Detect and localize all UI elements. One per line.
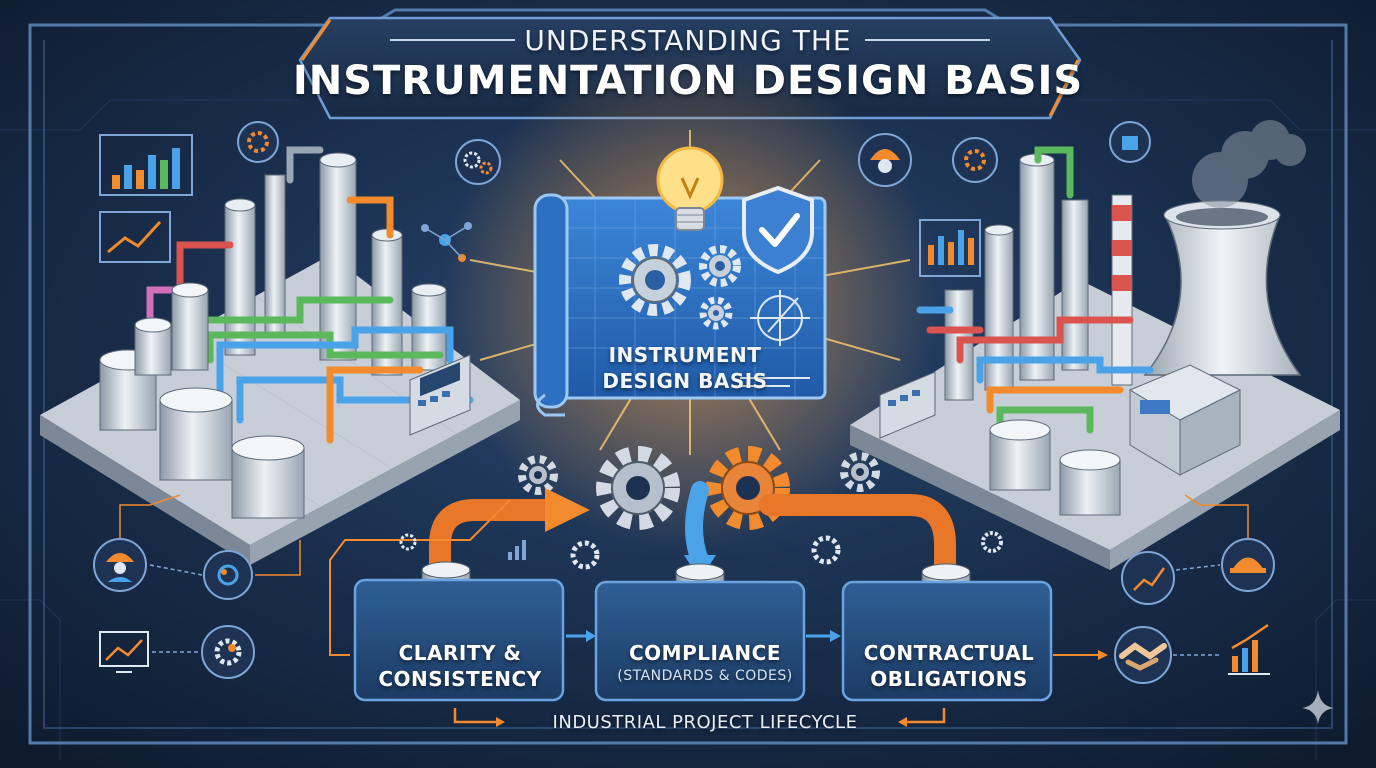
bar-chart-icon bbox=[919, 219, 981, 277]
flow-arrow bbox=[759, 494, 956, 586]
lightbulb-icon bbox=[656, 146, 724, 231]
gear-icon bbox=[619, 244, 691, 316]
line-chart-icon bbox=[1121, 551, 1175, 605]
gear-icon bbox=[699, 296, 733, 330]
monitor-chart-icon bbox=[99, 631, 149, 673]
gear-icon bbox=[518, 455, 558, 495]
factory-icon bbox=[1109, 121, 1151, 163]
flow-box-compliance bbox=[594, 580, 806, 702]
flow-box-clarity bbox=[353, 578, 565, 702]
flow-arrow bbox=[429, 499, 559, 586]
flow-box-sublabel-compliance: (STANDARDS & CODES) bbox=[617, 668, 793, 684]
flow-arrow bbox=[685, 481, 709, 569]
gear-icon bbox=[981, 531, 1003, 553]
network-icon bbox=[421, 222, 472, 262]
cooling-tower-icon bbox=[1143, 214, 1302, 376]
gear-icon bbox=[840, 452, 880, 492]
gear-icon bbox=[570, 540, 600, 570]
flow-box-label-compliance: COMPLIANCE bbox=[629, 641, 781, 665]
gear-icon bbox=[596, 446, 680, 530]
flow-box-contractual bbox=[841, 580, 1053, 702]
gear-icon bbox=[811, 535, 841, 565]
gear-icon bbox=[699, 245, 741, 287]
instrument-design-basis-blueprint bbox=[533, 193, 827, 417]
page-title: INSTRUMENTATION DESIGN BASIS bbox=[292, 58, 1084, 104]
sparkle-icon bbox=[1302, 690, 1334, 724]
shield-check-icon bbox=[742, 185, 814, 275]
gear-icon bbox=[399, 533, 417, 551]
hard-hat-worker-icon bbox=[93, 538, 147, 592]
left-industrial-plant bbox=[40, 146, 520, 565]
network-icon bbox=[203, 550, 253, 600]
bar-chart-icon bbox=[508, 540, 526, 560]
gear-icon bbox=[455, 139, 501, 185]
gear-icon bbox=[237, 121, 279, 163]
lifecycle-label: INDUSTRIAL PROJECT LIFECYCLE bbox=[552, 712, 858, 733]
right-industrial-plant bbox=[850, 120, 1340, 570]
line-chart-icon bbox=[99, 211, 171, 263]
bar-chart-icon bbox=[1228, 623, 1270, 675]
hard-hat-worker-icon bbox=[858, 133, 912, 187]
hard-hat-worker-icon bbox=[1221, 538, 1275, 592]
gear-icon bbox=[952, 137, 998, 183]
flow-box-label-clarity: CLARITY & CONSISTENCY bbox=[378, 641, 542, 691]
gear-icon bbox=[201, 625, 255, 679]
handshake-icon bbox=[1114, 626, 1172, 684]
blueprint-label: INSTRUMENT DESIGN BASIS bbox=[602, 343, 768, 393]
bar-chart-icon bbox=[99, 134, 193, 196]
flow-box-label-contractual: CONTRACTUAL OBLIGATIONS bbox=[863, 641, 1035, 691]
title-line1: UNDERSTANDING THE bbox=[524, 24, 852, 57]
